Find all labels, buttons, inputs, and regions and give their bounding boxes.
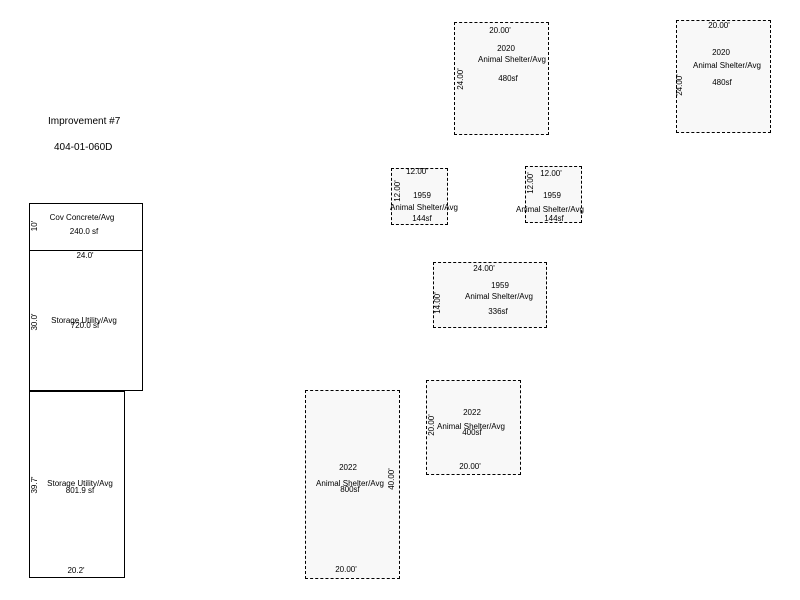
shelter-e-side: 14.00' bbox=[433, 292, 442, 314]
shelter-c-desc: Animal Shelter/Avg bbox=[390, 203, 458, 212]
shelter-a-desc: Animal Shelter/Avg bbox=[478, 55, 546, 64]
shelter-c-top: 12.00' bbox=[406, 167, 428, 176]
storage-b-area: 801.9 sf bbox=[65, 486, 95, 495]
shelter-d-side: 12.00' bbox=[526, 172, 535, 194]
structure-cov-concrete[interactable] bbox=[29, 203, 143, 251]
improvement-title: Improvement #7 bbox=[48, 116, 121, 127]
shelter-c-area: 144sf bbox=[412, 214, 432, 223]
shelter-a-year: 2020 bbox=[497, 44, 515, 53]
shelter-f[interactable] bbox=[426, 380, 521, 475]
shelter-g-desc: Animal Shelter/Avg bbox=[316, 479, 384, 488]
shelter-g-year: 2022 bbox=[339, 463, 357, 472]
shelter-d-desc: Animal Shelter/Avg bbox=[516, 205, 584, 214]
shelter-c-year: 1959 bbox=[413, 191, 431, 200]
shelter-b-year: 2020 bbox=[712, 48, 730, 57]
storage-a-top: 24.0' bbox=[76, 251, 94, 260]
shelter-a[interactable] bbox=[454, 22, 549, 135]
cov-concrete-area: 240.0 sf bbox=[69, 227, 99, 236]
storage-a-desc: Storage Utility/Avg bbox=[51, 316, 117, 325]
shelter-b-side: 24.00' bbox=[675, 74, 684, 96]
shelter-d-top: 12.00' bbox=[540, 169, 562, 178]
shelter-c[interactable] bbox=[391, 168, 448, 225]
shelter-d-year: 1959 bbox=[543, 191, 561, 200]
shelter-e-desc: Animal Shelter/Avg bbox=[465, 292, 533, 301]
storage-b-side: 39.7' bbox=[30, 476, 39, 494]
shelter-b[interactable] bbox=[676, 20, 771, 133]
shelter-c-side: 12.00' bbox=[393, 180, 402, 202]
shelter-b-top: 20.00' bbox=[708, 21, 730, 30]
shelter-a-area: 480sf bbox=[498, 74, 518, 83]
shelter-f-side: 20.00' bbox=[427, 414, 436, 436]
shelter-a-side: 24.00' bbox=[456, 68, 465, 90]
storage-a-side: 30.0' bbox=[30, 313, 39, 331]
shelter-f-year: 2022 bbox=[463, 408, 481, 417]
shelter-g-side: 40.00' bbox=[387, 468, 396, 490]
shelter-e-top: 24.00' bbox=[473, 264, 495, 273]
shelter-a-top: 20.00' bbox=[489, 26, 511, 35]
shelter-f-area: 400sf bbox=[462, 428, 482, 437]
shelter-e-area: 336sf bbox=[488, 307, 508, 316]
shelter-f-bottom: 20.00' bbox=[459, 462, 481, 471]
structure-storage-b[interactable] bbox=[29, 391, 125, 578]
shelter-d[interactable] bbox=[525, 166, 582, 223]
storage-a-area: 720.0 sf bbox=[70, 321, 100, 330]
structure-storage-a[interactable] bbox=[29, 250, 143, 391]
shelter-b-area: 480sf bbox=[712, 78, 732, 87]
shelter-g[interactable] bbox=[305, 390, 400, 579]
parcel-number: 404-01-060D bbox=[54, 142, 113, 153]
shelter-e-year: 1959 bbox=[491, 281, 509, 290]
cov-concrete-desc: Cov Concrete/Avg bbox=[49, 213, 115, 222]
shelter-e[interactable] bbox=[433, 262, 547, 328]
shelter-g-area: 800sf bbox=[340, 485, 360, 494]
shelter-b-desc: Animal Shelter/Avg bbox=[693, 61, 761, 70]
cov-concrete-side: 10' bbox=[30, 220, 39, 232]
storage-b-desc: Storage Utility/Avg bbox=[47, 479, 113, 488]
shelter-g-bottom: 20.00' bbox=[335, 565, 357, 574]
storage-b-bottom: 20.2' bbox=[67, 566, 85, 575]
shelter-d-area: 144sf bbox=[544, 214, 564, 223]
shelter-f-desc: Animal Shelter/Avg bbox=[437, 422, 505, 431]
